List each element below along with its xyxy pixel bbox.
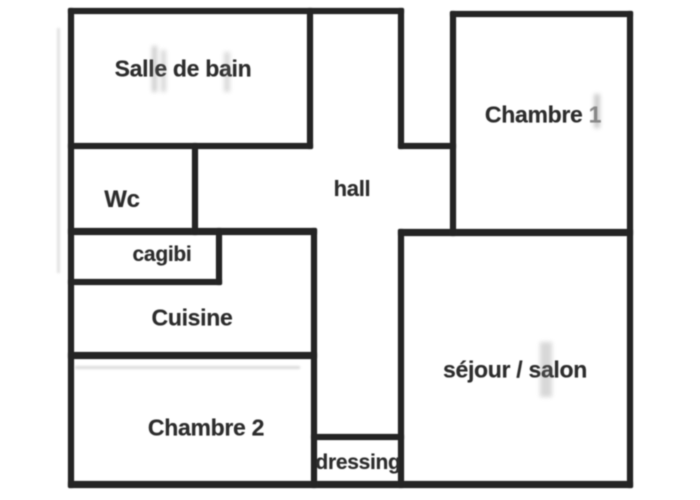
room-label-dressing: dressing bbox=[315, 451, 401, 474]
room-label-cuisine: Cuisine bbox=[151, 304, 233, 331]
wall-sejour-left bbox=[398, 229, 404, 488]
wall-wc-right bbox=[192, 143, 198, 235]
wall-outer-left bbox=[68, 8, 74, 488]
wall-outer-right bbox=[627, 11, 633, 488]
wall-salle-de-bain-bottom bbox=[68, 143, 313, 149]
scan-edge-shadow bbox=[57, 28, 60, 273]
wall-cagibi-bottom bbox=[68, 279, 222, 285]
wall-notch-bottom bbox=[398, 143, 456, 149]
wall-salle-de-bain-right bbox=[307, 8, 313, 149]
wall-sejour-top-chambre1-bottom bbox=[398, 229, 633, 236]
wall-outer-top bbox=[68, 8, 404, 14]
room-label-wc: Wc bbox=[104, 186, 140, 213]
wall-center-vertical bbox=[311, 228, 317, 488]
scan-shadow-under-divider bbox=[75, 366, 300, 369]
wall-chambre1-left bbox=[450, 11, 456, 236]
room-label-chambre-1: Chambre 1 bbox=[484, 101, 602, 128]
room-label-cagibi: cagibi bbox=[132, 243, 192, 266]
room-label-salle-de-bain: Salle de bain bbox=[114, 55, 252, 82]
room-label-sejour-salon: séjour / salon bbox=[442, 356, 588, 383]
wall-chambre1-top bbox=[450, 11, 633, 17]
wall-hall-right-upper bbox=[398, 8, 404, 149]
wall-cuisine-chambre2-divider bbox=[68, 352, 317, 359]
wall-cagibi-right bbox=[216, 228, 222, 285]
wall-dressing-top bbox=[311, 434, 404, 440]
wall-outer-bottom bbox=[68, 481, 633, 488]
room-label-chambre-2: Chambre 2 bbox=[147, 414, 265, 441]
room-label-hall: hall bbox=[333, 176, 371, 201]
